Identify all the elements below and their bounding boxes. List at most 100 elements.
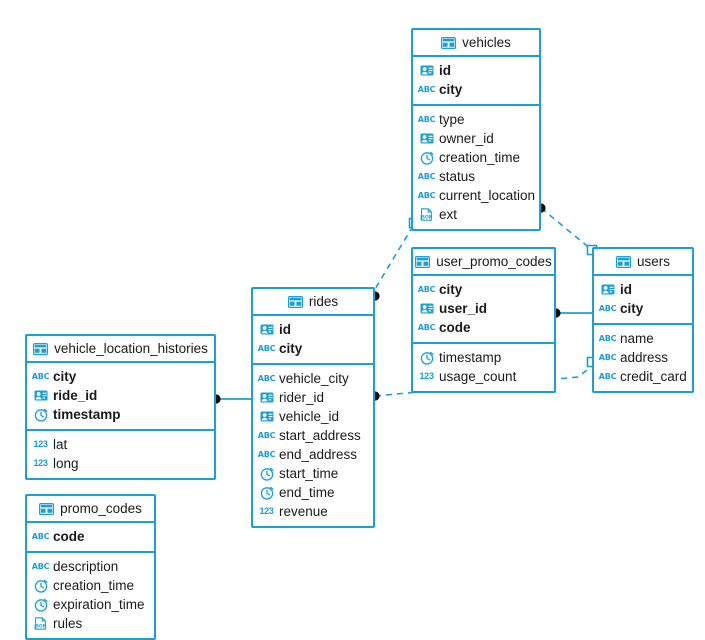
field-row[interactable]: user_id [413, 299, 554, 318]
field-row[interactable]: JSON rules [27, 614, 154, 633]
field-name: description [53, 559, 119, 574]
clock-timestamp-icon [259, 485, 274, 500]
field-row[interactable]: ABC city [253, 339, 373, 358]
table-name-label: users [636, 254, 670, 269]
field-row[interactable]: end_time [253, 483, 373, 502]
abc-string-icon: ABC [31, 531, 50, 541]
table-grid-icon [615, 254, 631, 269]
abc-string-icon: ABC [257, 343, 276, 353]
field-row[interactable]: rider_id [253, 388, 373, 407]
table-user_promo_codes[interactable]: user_promo_codes ABC city u [411, 247, 556, 393]
field-name: revenue [279, 504, 328, 519]
svg-text:JSON: JSON [420, 214, 433, 220]
table-grid-icon [287, 294, 303, 309]
field-row[interactable]: owner_id [413, 129, 539, 148]
abc-string-icon: ABC [598, 303, 617, 313]
field-row[interactable]: ABC city [594, 299, 692, 318]
field-row[interactable]: id [594, 280, 692, 299]
uuid-card-icon [419, 301, 434, 316]
abc-string-icon: ABC [417, 284, 436, 294]
table-vehicles[interactable]: vehicles id ABC city [411, 28, 541, 231]
field-row[interactable]: ABC start_address [253, 426, 373, 445]
field-row[interactable]: ABC name [594, 329, 692, 348]
field-row[interactable]: ABC current_location [413, 186, 539, 205]
field-row[interactable]: ABC description [27, 557, 154, 576]
uuid-card-icon [419, 63, 434, 78]
abc-string-icon: ABC [417, 171, 436, 181]
field-row[interactable]: ABC credit_card [594, 367, 692, 386]
field-name: start_address [279, 428, 361, 443]
clock-timestamp-icon [33, 597, 48, 612]
table-users[interactable]: users id ABC city [592, 247, 694, 393]
table-rides[interactable]: rides id ABC city [251, 287, 375, 528]
field-name: code [53, 529, 85, 544]
abc-string-icon: ABC [598, 333, 617, 343]
table-fields-users: ABC name ABC address ABC credit_card [594, 325, 692, 391]
uuid-card-icon [600, 282, 615, 297]
field-name: city [620, 301, 644, 316]
uuid-card-icon [33, 388, 48, 403]
field-name: city [439, 82, 463, 97]
field-row[interactable]: ABC city [413, 80, 539, 99]
field-row[interactable]: ABC code [27, 527, 154, 546]
field-name: long [53, 456, 79, 471]
json-document-icon: JSON [419, 207, 434, 222]
field-name: vehicle_city [279, 371, 349, 386]
field-row[interactable]: 123 long [27, 454, 214, 473]
table-fields-user_promo_codes: timestamp 123 usage_count [413, 344, 554, 391]
field-name: current_location [439, 188, 536, 203]
field-row[interactable]: creation_time [27, 576, 154, 595]
field-name: ride_id [53, 388, 98, 403]
field-row[interactable]: ABC address [594, 348, 692, 367]
field-row[interactable]: ABC end_address [253, 445, 373, 464]
field-name: rider_id [279, 390, 325, 405]
table-grid-icon [441, 35, 457, 50]
field-name: ext [439, 207, 458, 222]
field-row[interactable]: 123 usage_count [413, 367, 554, 386]
field-row[interactable]: ABC vehicle_city [253, 369, 373, 388]
123-number-icon: 123 [259, 506, 274, 516]
field-row[interactable]: ABC type [413, 110, 539, 129]
table-keys-vehicle_location_histories: ABC city ride_id [27, 363, 214, 431]
field-row[interactable]: ABC status [413, 167, 539, 186]
field-row[interactable]: timestamp [413, 348, 554, 367]
table-grid-icon [415, 254, 431, 269]
field-row[interactable]: timestamp [27, 405, 214, 424]
table-vehicle_location_histories[interactable]: vehicle_location_histories ABC city [25, 334, 216, 480]
abc-string-icon: ABC [598, 352, 617, 362]
table-promo_codes[interactable]: promo_codes ABC code ABC description [25, 494, 156, 640]
abc-string-icon: ABC [31, 561, 50, 571]
abc-string-icon: ABC [257, 449, 276, 459]
table-keys-user_promo_codes: ABC city user_id ABC c [413, 276, 554, 344]
field-row[interactable]: creation_time [413, 148, 539, 167]
field-name: timestamp [53, 407, 121, 422]
field-name: user_id [439, 301, 488, 316]
table-name-label: user_promo_codes [436, 254, 552, 269]
field-row[interactable]: id [253, 320, 373, 339]
field-row[interactable]: vehicle_id [253, 407, 373, 426]
table-name-label: rides [308, 294, 339, 309]
field-name: credit_card [620, 369, 687, 384]
abc-string-icon: ABC [257, 373, 276, 383]
table-title-vehicle_location_histories: vehicle_location_histories [27, 336, 214, 363]
field-row[interactable]: start_time [253, 464, 373, 483]
table-grid-icon [33, 341, 49, 356]
rel-vehicle_location_histories-rides [211, 394, 251, 404]
field-name: id [439, 63, 451, 78]
abc-string-icon: ABC [417, 114, 436, 124]
field-row[interactable]: expiration_time [27, 595, 154, 614]
field-row[interactable]: ABC city [413, 280, 554, 299]
field-row[interactable]: id [413, 61, 539, 80]
field-row[interactable]: ride_id [27, 386, 214, 405]
field-row[interactable]: 123 revenue [253, 502, 373, 521]
field-name: code [439, 320, 471, 335]
clock-timestamp-icon [419, 350, 434, 365]
table-fields-vehicles: ABC type owner_id [413, 106, 539, 229]
field-name: end_address [279, 447, 358, 462]
field-row[interactable]: ABC city [27, 367, 214, 386]
field-row[interactable]: JSON ext [413, 205, 539, 224]
field-row[interactable]: 123 lat [27, 435, 214, 454]
field-row[interactable]: ABC code [413, 318, 554, 337]
table-title-user_promo_codes: user_promo_codes [413, 249, 554, 276]
